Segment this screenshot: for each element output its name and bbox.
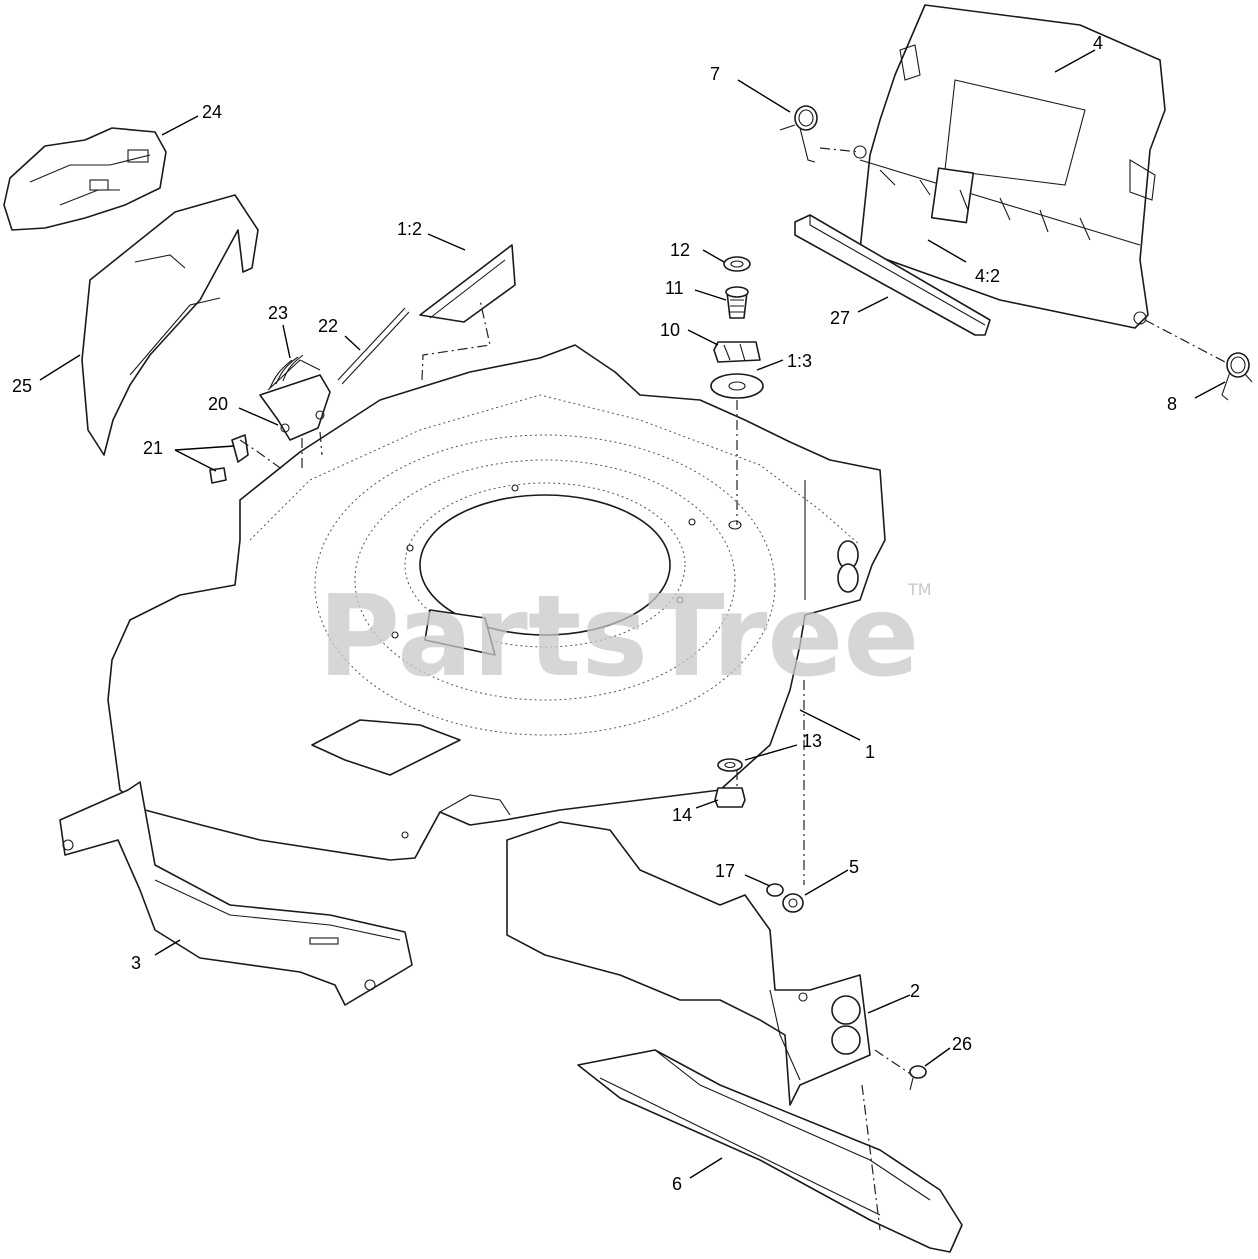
part-8-spring — [1221, 352, 1253, 401]
callout-13: 13 — [802, 731, 822, 751]
assembly-lines — [239, 147, 1226, 1231]
watermark-tm: TM — [907, 580, 932, 599]
callout-6: 6 — [672, 1174, 682, 1194]
callout-14: 14 — [672, 805, 692, 825]
callout-2: 2 — [910, 981, 920, 1001]
part-24-cover — [3, 127, 167, 231]
part-4-rear-flap — [853, 4, 1166, 329]
part-7-spring — [779, 105, 818, 163]
watermark-brand: PartsTree — [318, 572, 919, 702]
callout-1-2: 1:2 — [397, 219, 422, 239]
leader-lines — [39, 49, 1226, 1179]
mower-deck — [107, 344, 886, 861]
part-27-foam-strip — [794, 214, 991, 336]
callout-7: 7 — [710, 64, 720, 84]
callout-17: 17 — [715, 861, 735, 881]
callout-27: 27 — [830, 308, 850, 328]
part-2-chute — [506, 821, 871, 1106]
callout-23: 23 — [268, 303, 288, 323]
callout-11: 11 — [665, 278, 684, 298]
callout-10: 10 — [660, 320, 680, 340]
part-3-bracket — [59, 781, 413, 1006]
callout-3: 3 — [131, 953, 141, 973]
small-hardware — [714, 758, 927, 1091]
watermark: PartsTree TM — [318, 572, 932, 702]
callout-26: 26 — [952, 1034, 972, 1054]
callout-20: 20 — [208, 394, 228, 414]
callout-25: 25 — [12, 376, 32, 396]
part-1-2-decal — [419, 244, 516, 323]
callout-24: 24 — [202, 102, 222, 122]
callout-1-3: 1:3 — [787, 351, 812, 371]
hardware-stack — [710, 256, 764, 399]
callout-12: 12 — [670, 240, 690, 260]
spring-and-bracket — [209, 307, 410, 484]
callout-1: 1 — [865, 742, 875, 762]
callout-8: 8 — [1167, 394, 1177, 414]
callout-5: 5 — [849, 857, 859, 877]
part-25-rear-shield — [81, 194, 259, 456]
part-6-deflector — [577, 1049, 963, 1253]
callout-labels: 4 7 8 24 1:2 12 11 10 1:3 4:2 27 23 22 2… — [12, 33, 1177, 1194]
callout-4-2: 4:2 — [975, 266, 1000, 286]
callout-4: 4 — [1093, 33, 1103, 53]
callout-21: 21 — [143, 438, 163, 458]
callout-22: 22 — [318, 316, 338, 336]
